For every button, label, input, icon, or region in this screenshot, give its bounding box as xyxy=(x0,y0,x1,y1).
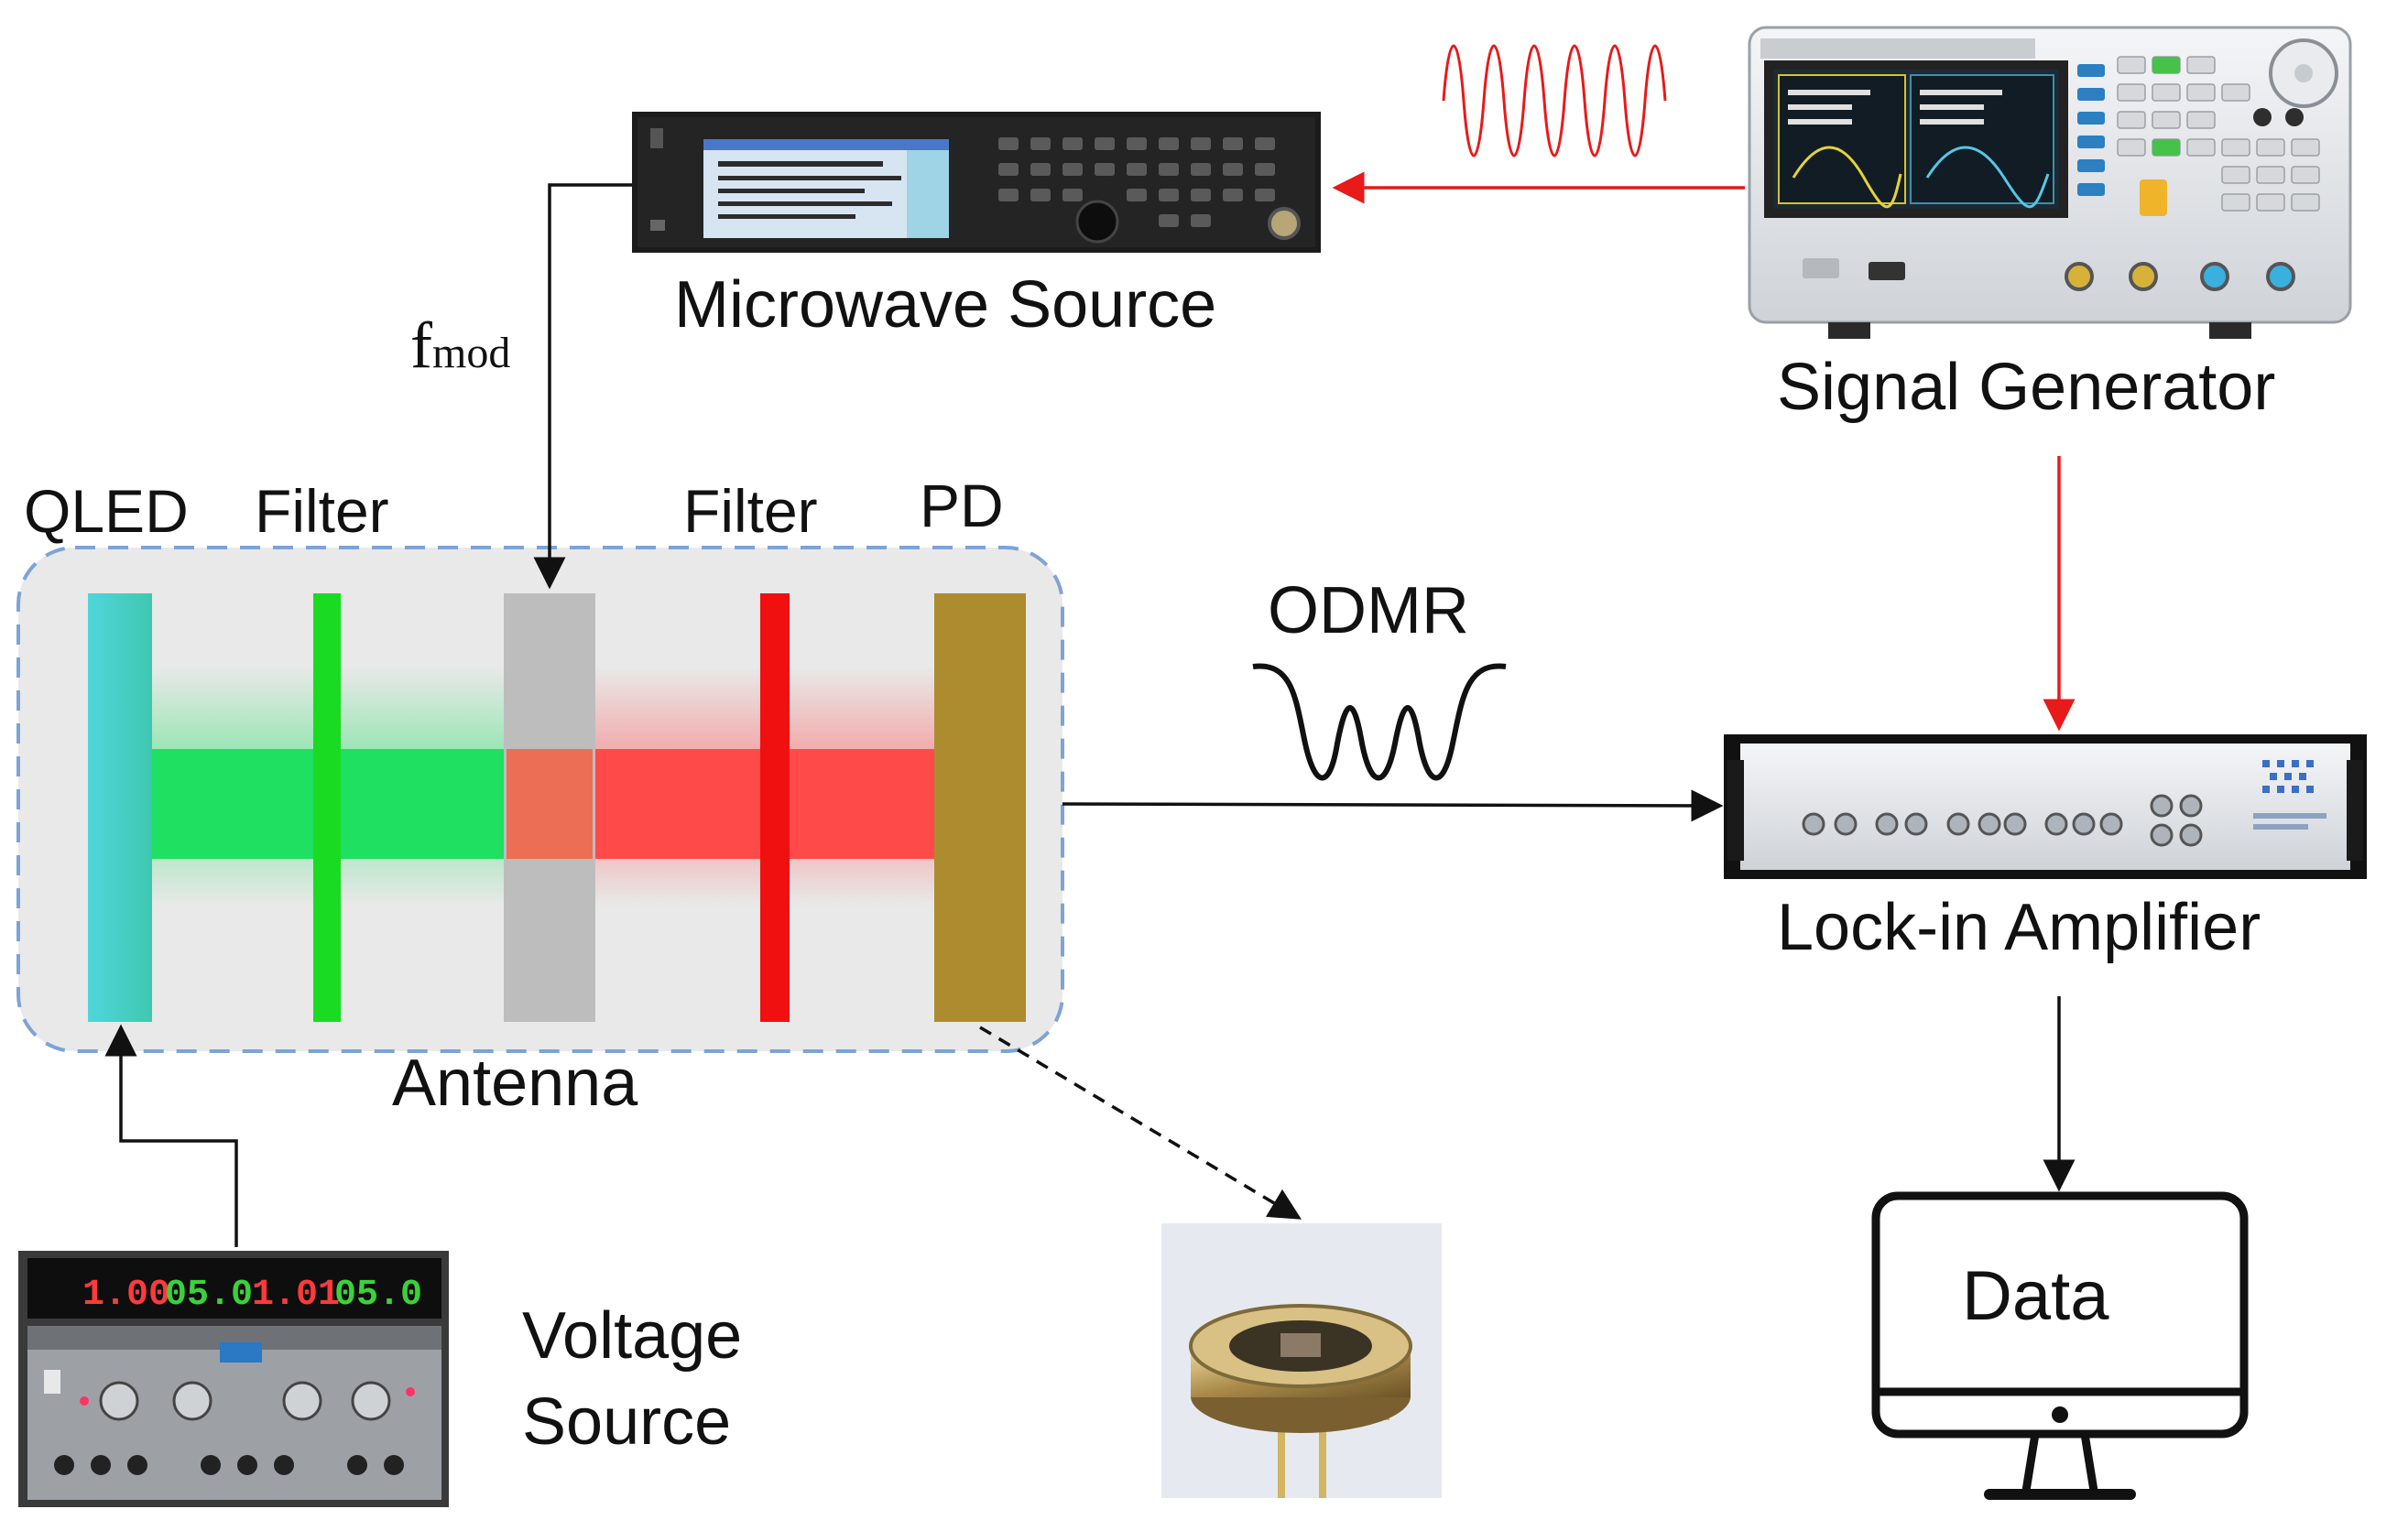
antenna-overlap xyxy=(507,749,593,859)
arrow-pd-to-lockin xyxy=(1062,789,1724,822)
voltage-source-label-line1: Voltage xyxy=(522,1299,743,1373)
red-filter xyxy=(760,593,790,1022)
pd-label: PD xyxy=(920,472,1004,539)
green-filter xyxy=(313,593,341,1022)
red-beam xyxy=(572,749,934,859)
microwave-rf-output xyxy=(1268,207,1301,240)
siggen-connectors xyxy=(2065,262,2295,291)
arrow-pd-to-photo xyxy=(979,1026,1302,1220)
arrow-voltage-to-qled xyxy=(104,1024,238,1247)
signal-generator-device xyxy=(1748,26,2352,339)
microwave-source-device xyxy=(632,112,1321,253)
lock-in-amplifier-device xyxy=(1724,734,2367,879)
microwave-keypad xyxy=(998,137,1275,227)
microwave-knob xyxy=(1075,200,1119,244)
filter-red-label: Filter xyxy=(683,477,818,545)
data-label: Data xyxy=(1962,1257,2109,1335)
pd-block xyxy=(934,593,1026,1022)
qled-label: QLED xyxy=(24,477,189,545)
lock-in-amplifier-label: Lock-in Amplifier xyxy=(1777,891,2261,964)
fmod-label: fmod xyxy=(410,308,510,384)
signal-generator-label: Signal Generator xyxy=(1777,351,2276,424)
voltage-readouts: 1.00 05.0 1.01 05.0 xyxy=(82,1275,422,1316)
lockin-connectors xyxy=(1802,794,2203,847)
monitor-icon xyxy=(1871,1191,2249,1500)
qled-block xyxy=(88,593,152,1022)
fmod-main: f xyxy=(410,309,432,382)
filter-green-label: Filter xyxy=(255,477,389,545)
antenna-label: Antenna xyxy=(392,1047,638,1120)
voltage-source-device: 1.00 05.0 1.01 05.0 xyxy=(18,1251,449,1507)
sine-wave-icon xyxy=(1442,44,1667,157)
arrow-microwave-to-antenna xyxy=(533,183,632,590)
odmr-label: ODMR xyxy=(1268,574,1469,647)
odmr-dip-icon xyxy=(1252,663,1507,781)
optical-setup xyxy=(16,546,1064,1053)
readout-voltage-1: 1.00 xyxy=(82,1275,170,1316)
photodiode-photo xyxy=(1161,1223,1442,1498)
microwave-source-label: Microwave Source xyxy=(674,268,1217,342)
fmod-subscript: mod xyxy=(431,329,511,377)
readout-current-2: 05.0 xyxy=(334,1275,422,1316)
voltage-source-label-line2: Source xyxy=(522,1385,732,1459)
readout-voltage-2: 1.01 xyxy=(252,1275,340,1316)
readout-current-1: 05.0 xyxy=(165,1275,253,1316)
